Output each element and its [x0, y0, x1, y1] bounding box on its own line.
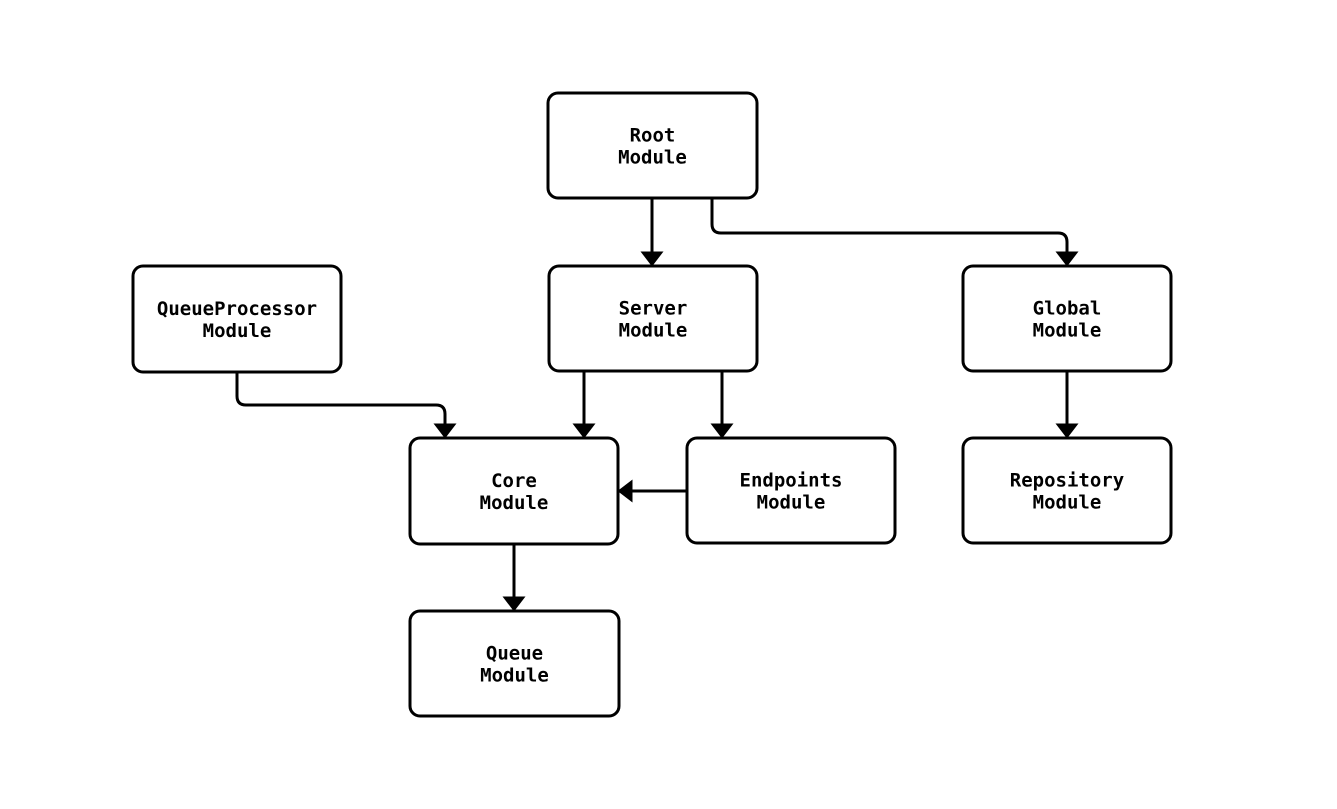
- node-queueprocessor-box: [131, 264, 343, 374]
- edge-queueprocessor-to-core: [235, 372, 457, 439]
- edges-layer: [235, 198, 1079, 612]
- edge-root-to-global: [710, 198, 1079, 267]
- node-global-box: [961, 264, 1173, 373]
- node-root-box: [546, 91, 759, 200]
- node-core-box: [408, 436, 620, 546]
- node-server-box: [547, 264, 759, 373]
- node-repository-box: [961, 436, 1173, 545]
- node-endpoints-box: [685, 436, 897, 545]
- node-queue-box: [408, 609, 621, 718]
